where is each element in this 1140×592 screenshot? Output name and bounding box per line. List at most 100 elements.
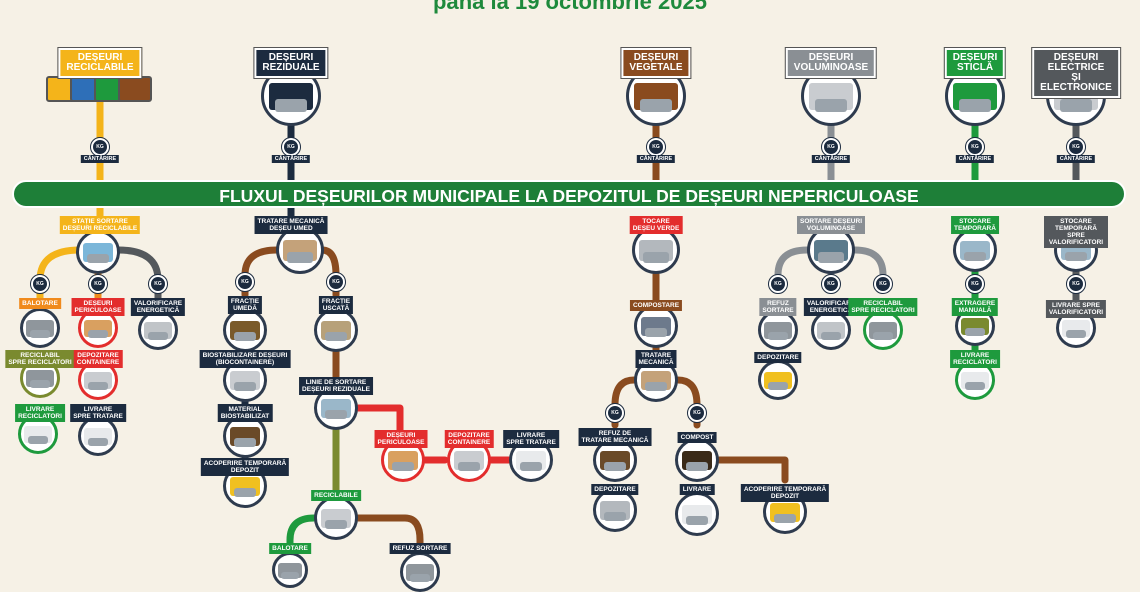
delivery-truck-icon-base <box>1065 329 1087 339</box>
step-livrare-reciclatori: LIVRARE RECICLATORI <box>15 404 65 422</box>
residue-icon-base <box>409 573 431 583</box>
bulky-residue-icon-base <box>767 331 789 341</box>
energy-plant-icon <box>138 310 178 350</box>
hazard-barrels-icon-base <box>87 329 109 339</box>
step-reciclabil-reciclatori: RECICLABIL SPRE RECICLATORI <box>5 350 75 368</box>
bales-icon-base <box>281 571 299 579</box>
scale-icon: KG <box>326 272 346 292</box>
step-livrare-tratare-2: LIVRARE SPRE TRATARE <box>503 430 559 448</box>
sorting-line-icon-base <box>324 409 348 420</box>
category-reciclabile: DEȘEURI RECICLABILE <box>57 47 143 79</box>
weighing-label: CÂNTĂRIRE <box>811 155 851 163</box>
scale-icon: KG <box>1066 274 1086 294</box>
hazard-barrels-icon-base <box>391 461 415 472</box>
line-to-balotare <box>36 246 84 304</box>
bulky-sorting-icon <box>807 226 855 274</box>
energy-plant-icon-base <box>147 331 169 341</box>
step-valorificare: VALORIFICARE ENERGETICĂ <box>130 298 186 316</box>
line-reciclabil-vol <box>851 246 887 294</box>
container-icon-base <box>87 381 109 391</box>
scale-icon: KG <box>821 137 841 157</box>
compost-pile-icon <box>675 438 719 482</box>
mechanical-treatment-icon-base <box>287 252 313 263</box>
sorting-station-icon-base <box>86 253 110 264</box>
step-balotare-2: BALOTARE <box>269 543 311 554</box>
flow-diagram: până la 19 octombrie 2025 FLUXUL DEȘEURI… <box>5 0 1126 592</box>
truck-vegetale-icon-base <box>639 98 673 113</box>
weighing-label: CÂNTĂRIRE <box>955 155 995 163</box>
scale-icon: KG <box>605 403 625 423</box>
step-reciclabile: RECICLABILE <box>311 490 361 501</box>
step-balotare: BALOTARE <box>19 298 61 309</box>
step-livrare-electrice: LIVRARE SPRE VALORIFICATORI <box>1045 300 1107 318</box>
dry-fraction-icon-base <box>324 331 348 342</box>
flow-title-band: FLUXUL DEȘEURILOR MUNICIPALE LA DEPOZITU… <box>12 180 1126 208</box>
step-livrare-tratare: LIVRARE SPRE TRATARE <box>70 404 126 422</box>
bales-icon-base <box>29 329 51 339</box>
step-acoperire-veg: ACOPERIRE TEMPORARĂ DEPOZIT <box>740 484 830 502</box>
dry-fraction-icon <box>314 308 358 352</box>
step-extragere: EXTRAGERE MANUALĂ <box>951 298 999 316</box>
subtitle-date: 19 octombrie 2025 <box>514 0 707 14</box>
category-voluminoase: DEȘEURI VOLUMINOASE <box>784 47 878 79</box>
scale-icon: KG <box>235 272 255 292</box>
scale-icon: KG <box>821 274 841 294</box>
bulky-residue-icon <box>758 310 798 350</box>
weighing-label: CÂNTĂRIRE <box>80 155 120 163</box>
step-depozitare-containere: DEPOZITARE CONTAINERE <box>73 350 123 368</box>
step-linie-sortare: LINIE DE SORTARE DEȘEURI REZIDUALE <box>299 377 373 395</box>
bales-icon <box>863 310 903 350</box>
bales-icon <box>272 552 308 588</box>
category-electrice: DEȘEURI ELECTRICE ȘI ELECTRONICE <box>1031 47 1121 99</box>
step-periculoase-2: DEȘEURI PERICULOASE <box>374 430 428 448</box>
step-material-biostab: MATERIAL BIOSTABILIZAT <box>217 404 273 422</box>
scale-icon: KG <box>873 274 893 294</box>
step-valorificare-vol: VALORIFICARE ENERGETICĂ <box>803 298 859 316</box>
compost-pile-icon-base <box>685 461 709 472</box>
category-reziduale: DEȘEURI REZIDUALE <box>253 47 329 79</box>
biocontainer-icon-base <box>233 381 257 392</box>
compost-pile-icon-base <box>233 437 257 448</box>
weighing-label: CÂNTĂRIRE <box>636 155 676 163</box>
delivery-truck-icon <box>675 492 719 536</box>
step-tratare-mecanica: TRATARE MECANICĂ <box>635 350 677 368</box>
delivery-truck-icon-base <box>685 515 709 526</box>
step-periculoase: DEȘEURI PERICULOASE <box>71 298 125 316</box>
scale-icon: KG <box>148 274 168 294</box>
step-compostare: COMPOSTARE <box>629 300 683 311</box>
scale-icon: KG <box>965 274 985 294</box>
bulldozer-icon-base <box>773 513 797 524</box>
line-refuz-vol <box>774 246 811 294</box>
container-icon-base <box>457 461 481 472</box>
manual-extraction-icon-base <box>964 327 986 337</box>
delivery-truck-icon <box>78 416 118 456</box>
category-vegetale: DEȘEURI VEGETALE <box>620 47 692 79</box>
truck-reziduale-icon-base <box>274 98 308 113</box>
step-acoperire: ACOPERIRE TEMPORARĂ DEPOZIT <box>200 458 290 476</box>
step-fractie-uscata: FRACȚIE USCATĂ <box>318 296 354 314</box>
step-depozitare-vol: DEPOZITARE <box>754 352 802 363</box>
step-sortare-vol: SORTARE DEȘEURI VOLUMINOASE <box>797 216 865 234</box>
bales-icon-base <box>872 331 894 341</box>
delivery-truck-icon-base <box>964 381 986 391</box>
truck-sticla-icon-base <box>958 98 992 113</box>
residue-icon <box>400 552 440 592</box>
bulky-sorting-icon-base <box>818 252 844 263</box>
step-stocare-temp: STOCARE TEMPORARĂ <box>951 216 999 234</box>
energy-plant-icon <box>811 310 851 350</box>
bulldozer-icon <box>758 360 798 400</box>
step-depozitare-veg: DEPOZITARE <box>591 484 639 495</box>
bales-stack-icon-base <box>29 379 51 389</box>
line-to-periculoase-2 <box>354 404 404 434</box>
bales-icon <box>20 308 60 348</box>
compost-hall-icon <box>634 304 678 348</box>
bulldozer-icon-base <box>767 381 789 391</box>
storage-hall-icon-base <box>1064 251 1088 262</box>
wet-fraction-icon <box>223 308 267 352</box>
scale-icon: KG <box>768 274 788 294</box>
step-livrare-veg: LIVRARE <box>679 484 715 495</box>
line-acoperire-veg <box>715 456 789 484</box>
step-reciclabil-vol: RECICLABIL SPRE RECICLATORI <box>848 298 918 316</box>
line-balotare-2 <box>286 514 318 564</box>
step-refuz-vol: REFUZ SORTARE <box>759 298 797 316</box>
